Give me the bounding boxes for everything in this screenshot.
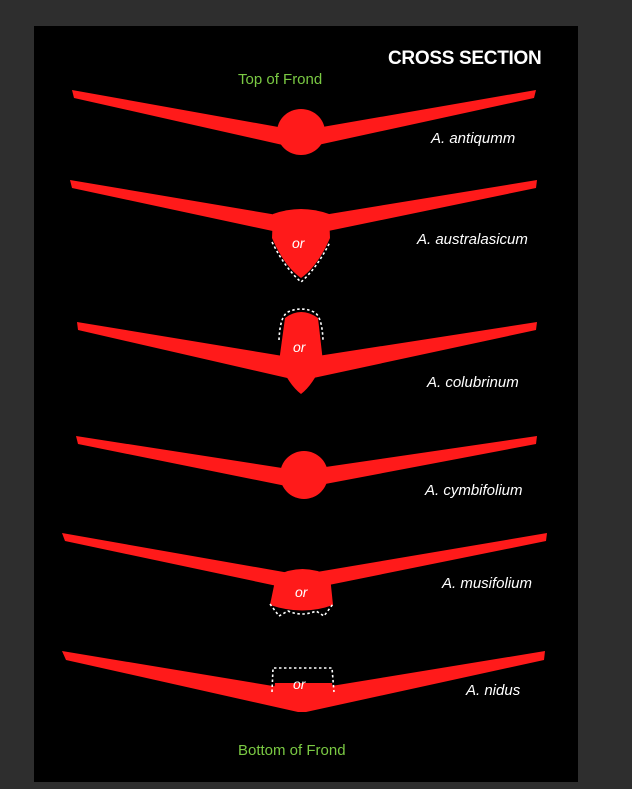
species-label-nidus: A. nidus [465, 682, 521, 699]
midrib [280, 451, 328, 499]
diagram-title: CROSS SECTION [388, 48, 541, 69]
midrib [277, 109, 325, 155]
species-label-antiqumm: A. antiqumm [430, 130, 515, 147]
species-label-cymbifolium: A. cymbifolium [424, 482, 523, 499]
species-label-australasicum: A. australasicum [416, 231, 528, 248]
bottom-of-frond-label: Bottom of Frond [238, 742, 346, 759]
top-of-frond-label: Top of Frond [238, 71, 322, 88]
species-label-colubrinum: A. colubrinum [426, 374, 519, 391]
alternative-label: or [293, 339, 307, 355]
species-label-musifolium: A. musifolium [441, 575, 532, 592]
alternative-label: or [295, 584, 309, 600]
alternative-label: or [292, 235, 306, 251]
alternative-label: or [293, 676, 307, 692]
